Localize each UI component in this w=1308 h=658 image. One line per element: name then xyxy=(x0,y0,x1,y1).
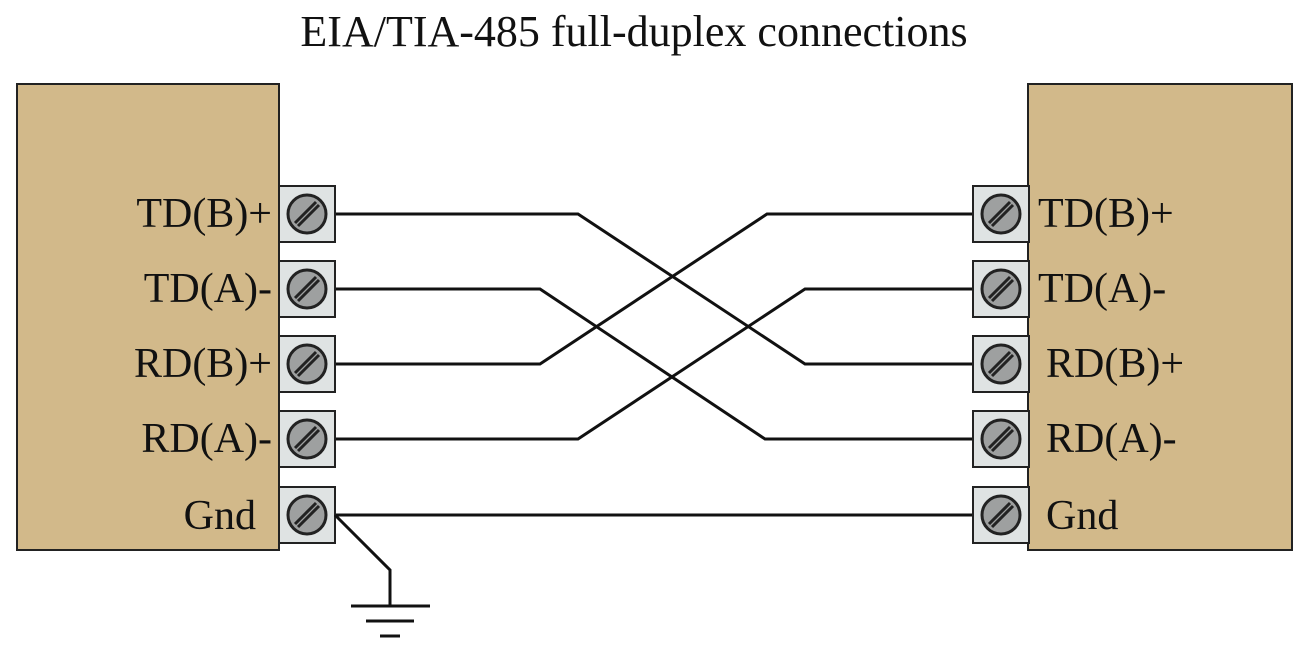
left-label-rd-a: RD(A)- xyxy=(141,416,272,462)
screw-icon xyxy=(286,418,328,460)
right-label-td-b: TD(B)+ xyxy=(1038,191,1174,237)
screw-icon xyxy=(286,268,328,310)
wire-left-rda-to-right-tda xyxy=(335,287,973,441)
screw-icon xyxy=(286,343,328,385)
left-terminal-2 xyxy=(278,335,336,393)
screw-icon xyxy=(980,418,1022,460)
wire-group xyxy=(335,212,973,517)
left-terminal-1 xyxy=(278,260,336,318)
left-label-gnd: Gnd xyxy=(183,493,256,539)
left-terminal-0 xyxy=(278,185,336,243)
screw-icon xyxy=(980,193,1022,235)
right-label-td-a: TD(A)- xyxy=(1038,266,1167,312)
wire-left-rdb-to-right-tdb xyxy=(335,212,973,366)
left-label-td-b: TD(B)+ xyxy=(136,191,272,237)
right-terminal-4 xyxy=(972,486,1030,544)
right-device-box xyxy=(1027,83,1293,551)
wire-left-tda-to-right-rda xyxy=(335,287,973,441)
left-device-box xyxy=(16,83,280,551)
screw-icon xyxy=(980,494,1022,536)
terminal-group xyxy=(278,185,1030,544)
left-terminal-4 xyxy=(278,486,336,544)
right-terminal-0 xyxy=(972,185,1030,243)
screw-icon xyxy=(286,494,328,536)
right-label-rd-a: RD(A)- xyxy=(1046,416,1177,462)
left-terminal-3 xyxy=(278,410,336,468)
screw-icon xyxy=(980,268,1022,310)
right-terminal-3 xyxy=(972,410,1030,468)
right-label-gnd: Gnd xyxy=(1046,493,1119,539)
earth-ground-icon xyxy=(333,513,430,638)
left-label-rd-b: RD(B)+ xyxy=(133,341,272,387)
screw-icon xyxy=(286,193,328,235)
right-terminal-1 xyxy=(972,260,1030,318)
screw-icon xyxy=(980,343,1022,385)
wire-left-tdb-to-right-rdb xyxy=(335,212,973,366)
left-label-td-a: TD(A)- xyxy=(143,266,272,312)
right-terminal-2 xyxy=(972,335,1030,393)
right-label-rd-b: RD(B)+ xyxy=(1046,341,1185,387)
diagram-title: EIA/TIA-485 full-duplex connections xyxy=(300,7,968,56)
